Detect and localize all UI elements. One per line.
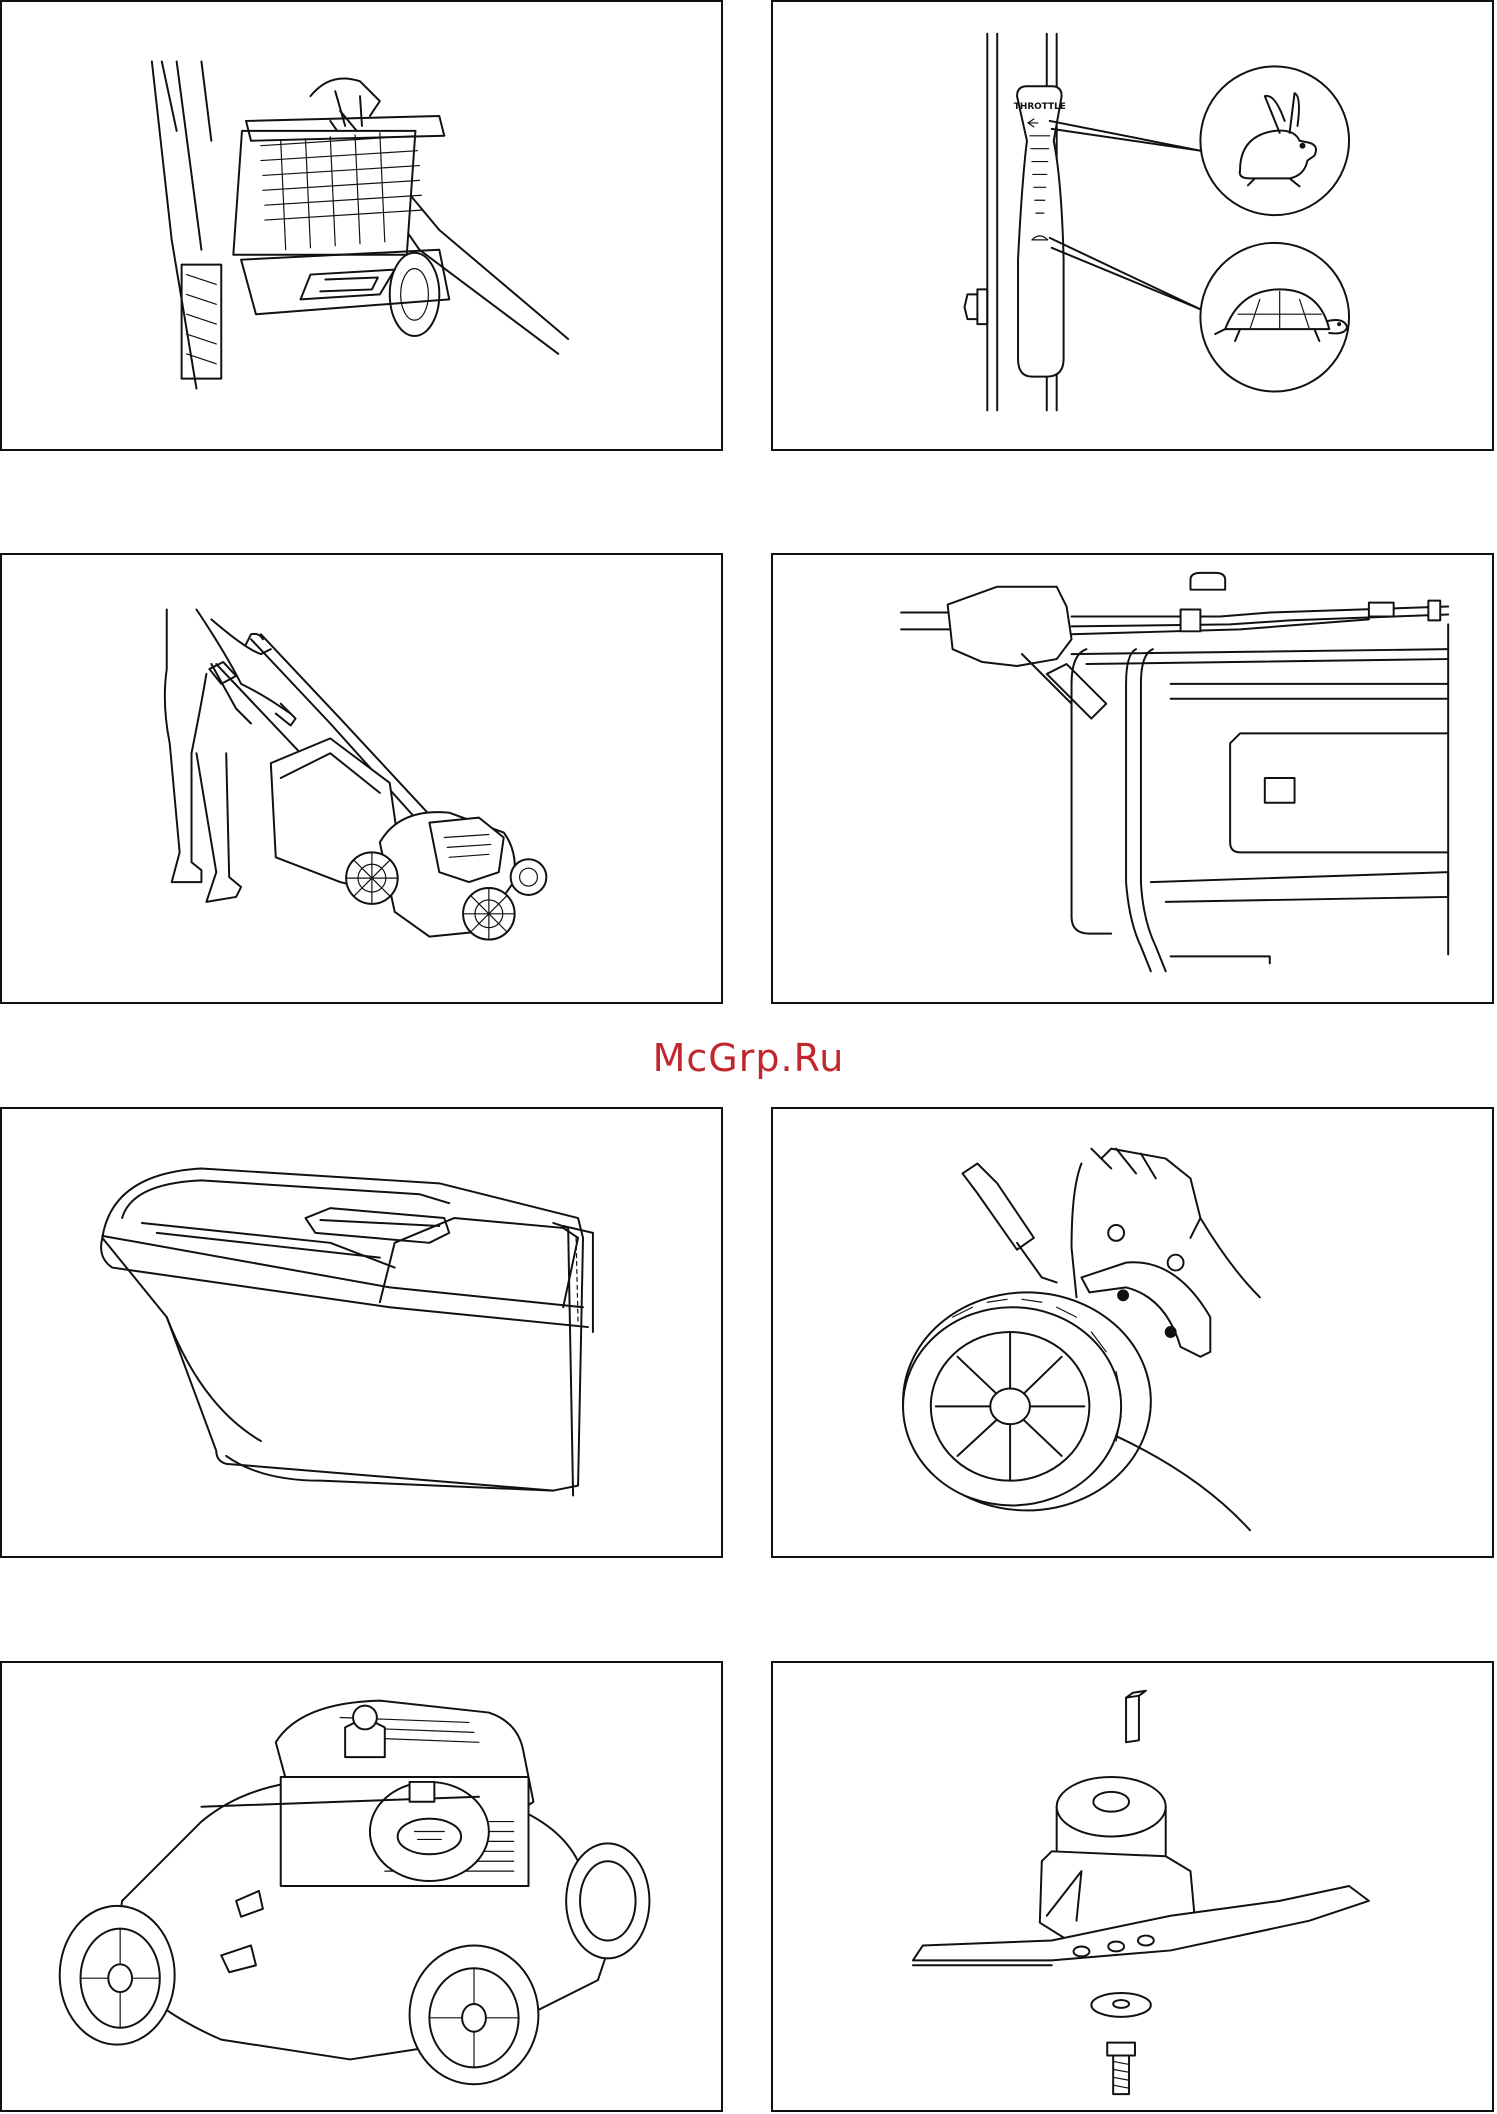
grass-bag-illustration — [2, 1109, 721, 1556]
grass-catcher-lid-illustration — [2, 2, 721, 449]
throttle-label: THROTTLE — [1014, 102, 1066, 112]
figure-operator-mowing — [0, 553, 723, 1004]
watermark-text: McGrp.Ru — [0, 1036, 1497, 1080]
height-adjust-illustration — [773, 1109, 1492, 1556]
engine-fuel-illustration — [2, 1663, 721, 2110]
figure-grass-bag — [0, 1107, 723, 1558]
figure-height-adjust — [771, 1107, 1494, 1558]
figure-throttle-lever: THROTTLE — [771, 0, 1494, 451]
handle-cables-illustration — [773, 555, 1492, 1002]
figure-engine-fuel — [0, 1661, 723, 2112]
throttle-lever-illustration: THROTTLE — [773, 2, 1492, 449]
figure-handle-cables — [771, 553, 1494, 1004]
figure-blade-assembly — [771, 1661, 1494, 2112]
operator-mowing-illustration — [2, 555, 721, 1002]
figure-grass-catcher-lid — [0, 0, 723, 451]
blade-assembly-illustration — [773, 1663, 1492, 2110]
